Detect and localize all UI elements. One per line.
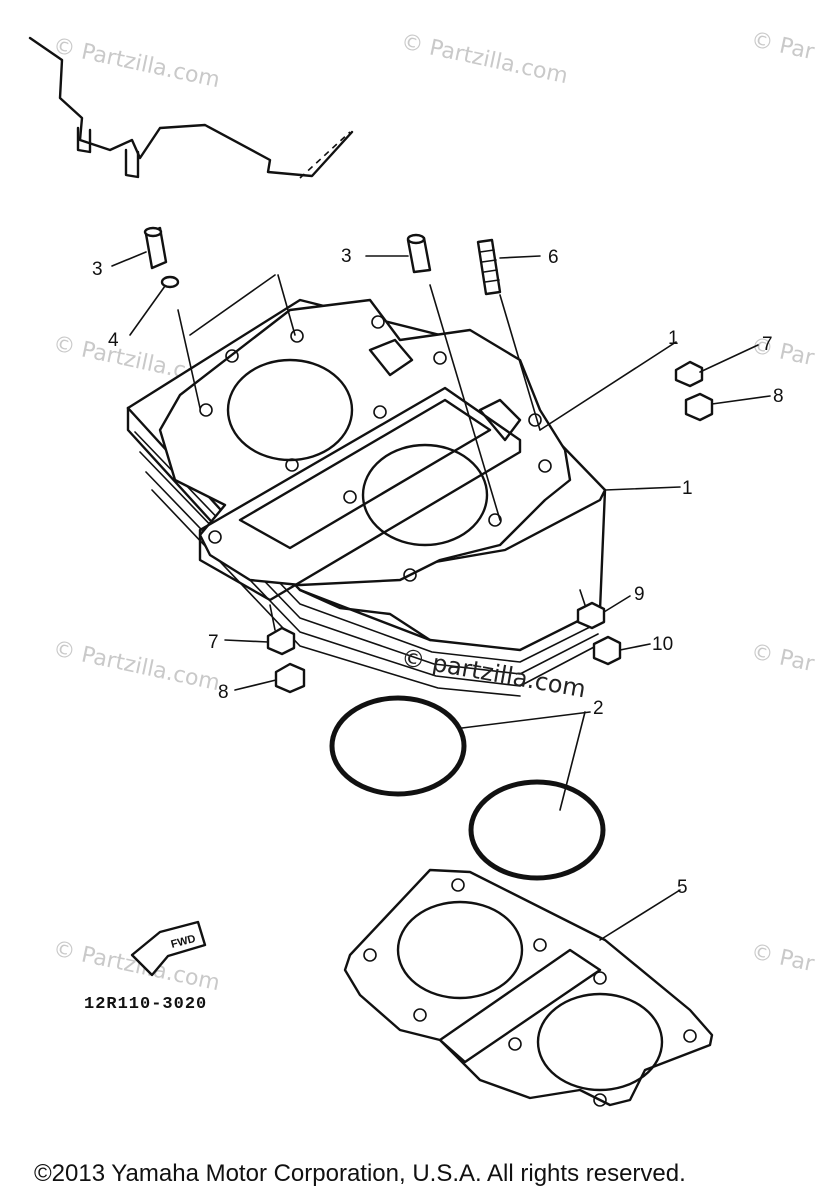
- dowel-pin-right: [406, 233, 432, 274]
- callout-5: 5: [677, 877, 688, 898]
- callout-7-left: 7: [208, 632, 219, 653]
- callout-3-right: 3: [341, 246, 352, 267]
- cylinder-block: [126, 298, 607, 697]
- callout-4: 4: [108, 330, 119, 351]
- callout-3-left: 3: [92, 259, 103, 280]
- copyright-footer: ©2013 Yamaha Motor Corporation, U.S.A. A…: [34, 1160, 686, 1187]
- callout-8-left: 8: [218, 682, 229, 703]
- base-gasket: [343, 868, 714, 1107]
- watermark: © Par: [749, 333, 817, 371]
- part-code: 12R110-3020: [84, 995, 208, 1014]
- callout-1-upper: 1: [668, 328, 679, 349]
- nut-10: [592, 635, 622, 666]
- watermark: © Par: [749, 939, 817, 977]
- watermark: © Par: [749, 27, 817, 65]
- alignment-lines: [177, 274, 586, 631]
- callout-1-lower: 1: [682, 478, 693, 499]
- callout-9: 9: [634, 584, 645, 605]
- o-ring-lower: [468, 779, 606, 881]
- watermark: © Partzilla.com: [51, 33, 222, 93]
- cylinder-head-partial: [28, 36, 354, 179]
- callout-6: 6: [548, 247, 559, 268]
- o-ring-small: [160, 275, 180, 289]
- watermark-center: © partzilla.com: [399, 643, 588, 703]
- o-ring-upper: [329, 695, 467, 797]
- nut-9: [576, 601, 606, 630]
- washer-nut-right: [684, 392, 714, 422]
- stud-bolt: [476, 238, 502, 296]
- callout-7-right: 7: [762, 334, 773, 355]
- washer-nut-left: [274, 662, 306, 694]
- callout-2: 2: [593, 698, 604, 719]
- nut-right: [674, 360, 704, 388]
- nut-left: [266, 626, 296, 656]
- leader-lines: [111, 251, 771, 941]
- callout-8-right: 8: [773, 386, 784, 407]
- watermark: © Partzilla.com: [51, 636, 222, 696]
- callout-10: 10: [652, 634, 673, 655]
- forward-arrow-icon: FWD: [130, 920, 207, 977]
- watermark: © Par: [749, 639, 817, 677]
- dowel-pin-left: [143, 226, 168, 270]
- watermark: © Partzilla.com: [399, 29, 570, 89]
- callout-labels: 1 1 2 3 3 4 5 6 7 7 8 8 9 10: [92, 246, 784, 898]
